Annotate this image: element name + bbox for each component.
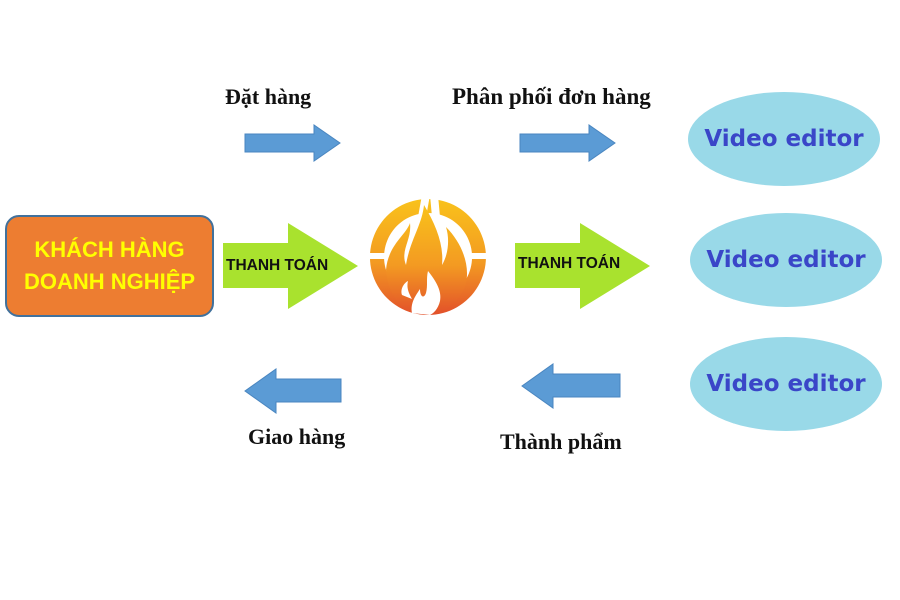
video-editor-1: Video editor [688,92,880,186]
order-arrow-icon [244,124,341,162]
flame-logo-icon [366,195,490,315]
video-editor-label: Video editor [704,126,864,152]
payment-out-label: THANH TOÁN [518,255,621,272]
delivery-label: Giao hàng [248,424,346,449]
order-label: Đặt hàng [225,84,312,109]
green-arrow-icon [515,223,650,309]
product-label: Thành phẩm [500,429,622,454]
green-arrow-icon [223,223,358,309]
payment-in-arrow: THANH TOÁN [222,222,360,310]
video-editor-label: Video editor [706,371,866,397]
distribute-arrow-icon [519,124,616,162]
video-editor-2: Video editor [690,213,882,307]
customer-box: KHÁCH HÀNG DOANH NGHIỆP [5,215,214,317]
video-editor-label: Video editor [706,247,866,273]
payment-in-label: THANH TOÁN [226,257,329,274]
payment-out-arrow: THANH TOÁN [514,222,652,310]
customer-line1: KHÁCH HÀNG [34,237,185,262]
delivery-arrow-icon [244,368,342,414]
video-editor-3: Video editor [690,337,882,431]
customer-line2: DOANH NGHIỆP [23,269,196,294]
product-arrow-icon [521,363,621,409]
distribute-label: Phân phối đơn hàng [452,84,651,109]
